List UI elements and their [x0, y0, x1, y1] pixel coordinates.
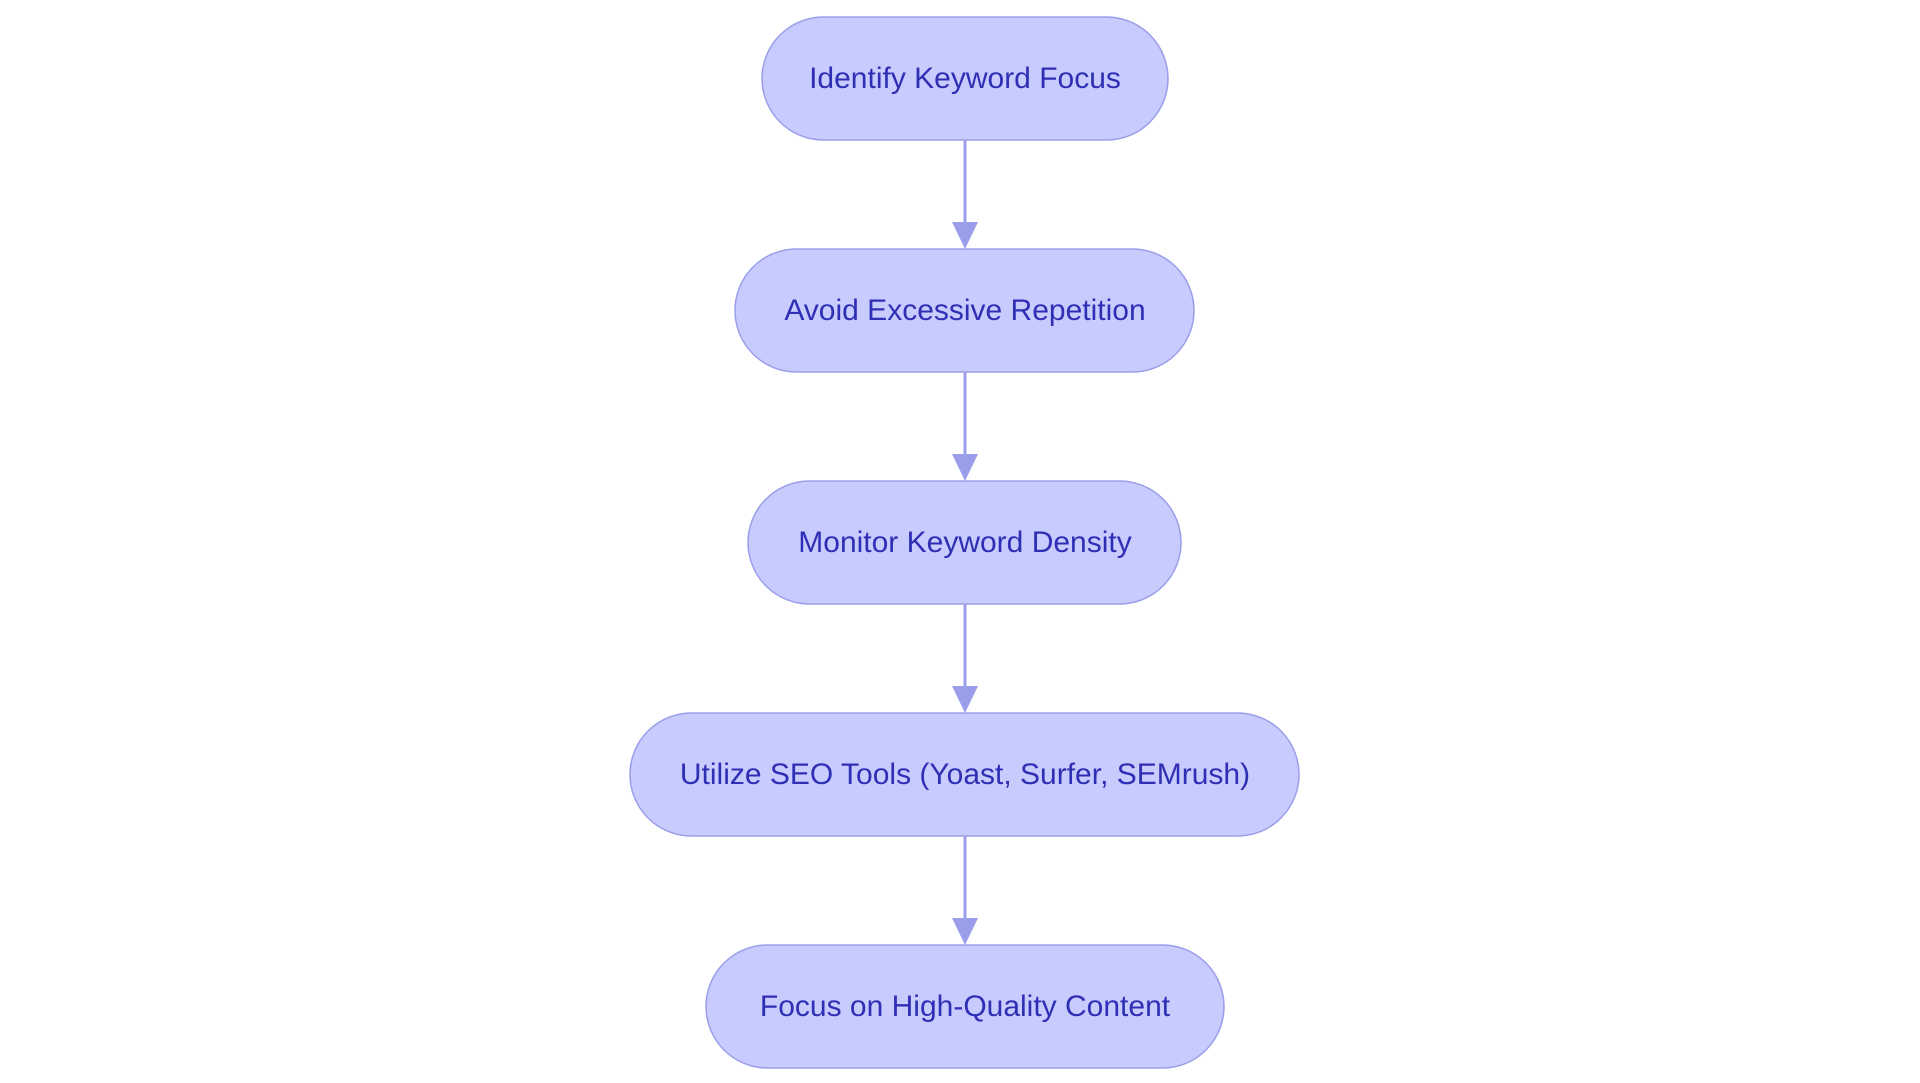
nodes: Identify Keyword Focus Avoid Excessive R…	[629, 16, 1300, 1069]
node-shape	[734, 248, 1195, 373]
node-avoid-excessive-repetition: Avoid Excessive Repetition	[734, 248, 1195, 373]
arrowhead-icon	[952, 686, 978, 713]
node-shape	[705, 944, 1225, 1069]
edge-monitor-to-utilize	[952, 604, 978, 713]
edge-utilize-to-focus	[952, 836, 978, 945]
node-label: Avoid Excessive Repetition	[784, 294, 1145, 327]
arrowhead-icon	[952, 918, 978, 945]
node-identify-keyword-focus: Identify Keyword Focus	[761, 16, 1169, 141]
node-monitor-keyword-density: Monitor Keyword Density	[747, 480, 1182, 605]
node-utilize-seo-tools: Utilize SEO Tools (Yoast, Surfer, SEMrus…	[629, 712, 1300, 837]
arrowhead-icon	[952, 222, 978, 249]
edges	[952, 140, 978, 945]
node-label: Identify Keyword Focus	[809, 62, 1121, 95]
arrowhead-icon	[952, 454, 978, 481]
node-focus-on-high-quality-content: Focus on High-Quality Content	[705, 944, 1225, 1069]
node-label: Focus on High-Quality Content	[760, 990, 1171, 1023]
node-shape	[761, 16, 1169, 141]
node-label: Utilize SEO Tools (Yoast, Surfer, SEMrus…	[680, 758, 1250, 791]
edge-identify-to-avoid	[952, 140, 978, 249]
node-label: Monitor Keyword Density	[798, 526, 1131, 559]
edge-avoid-to-monitor	[952, 372, 978, 481]
node-shape	[747, 480, 1182, 605]
node-shape	[629, 712, 1300, 837]
